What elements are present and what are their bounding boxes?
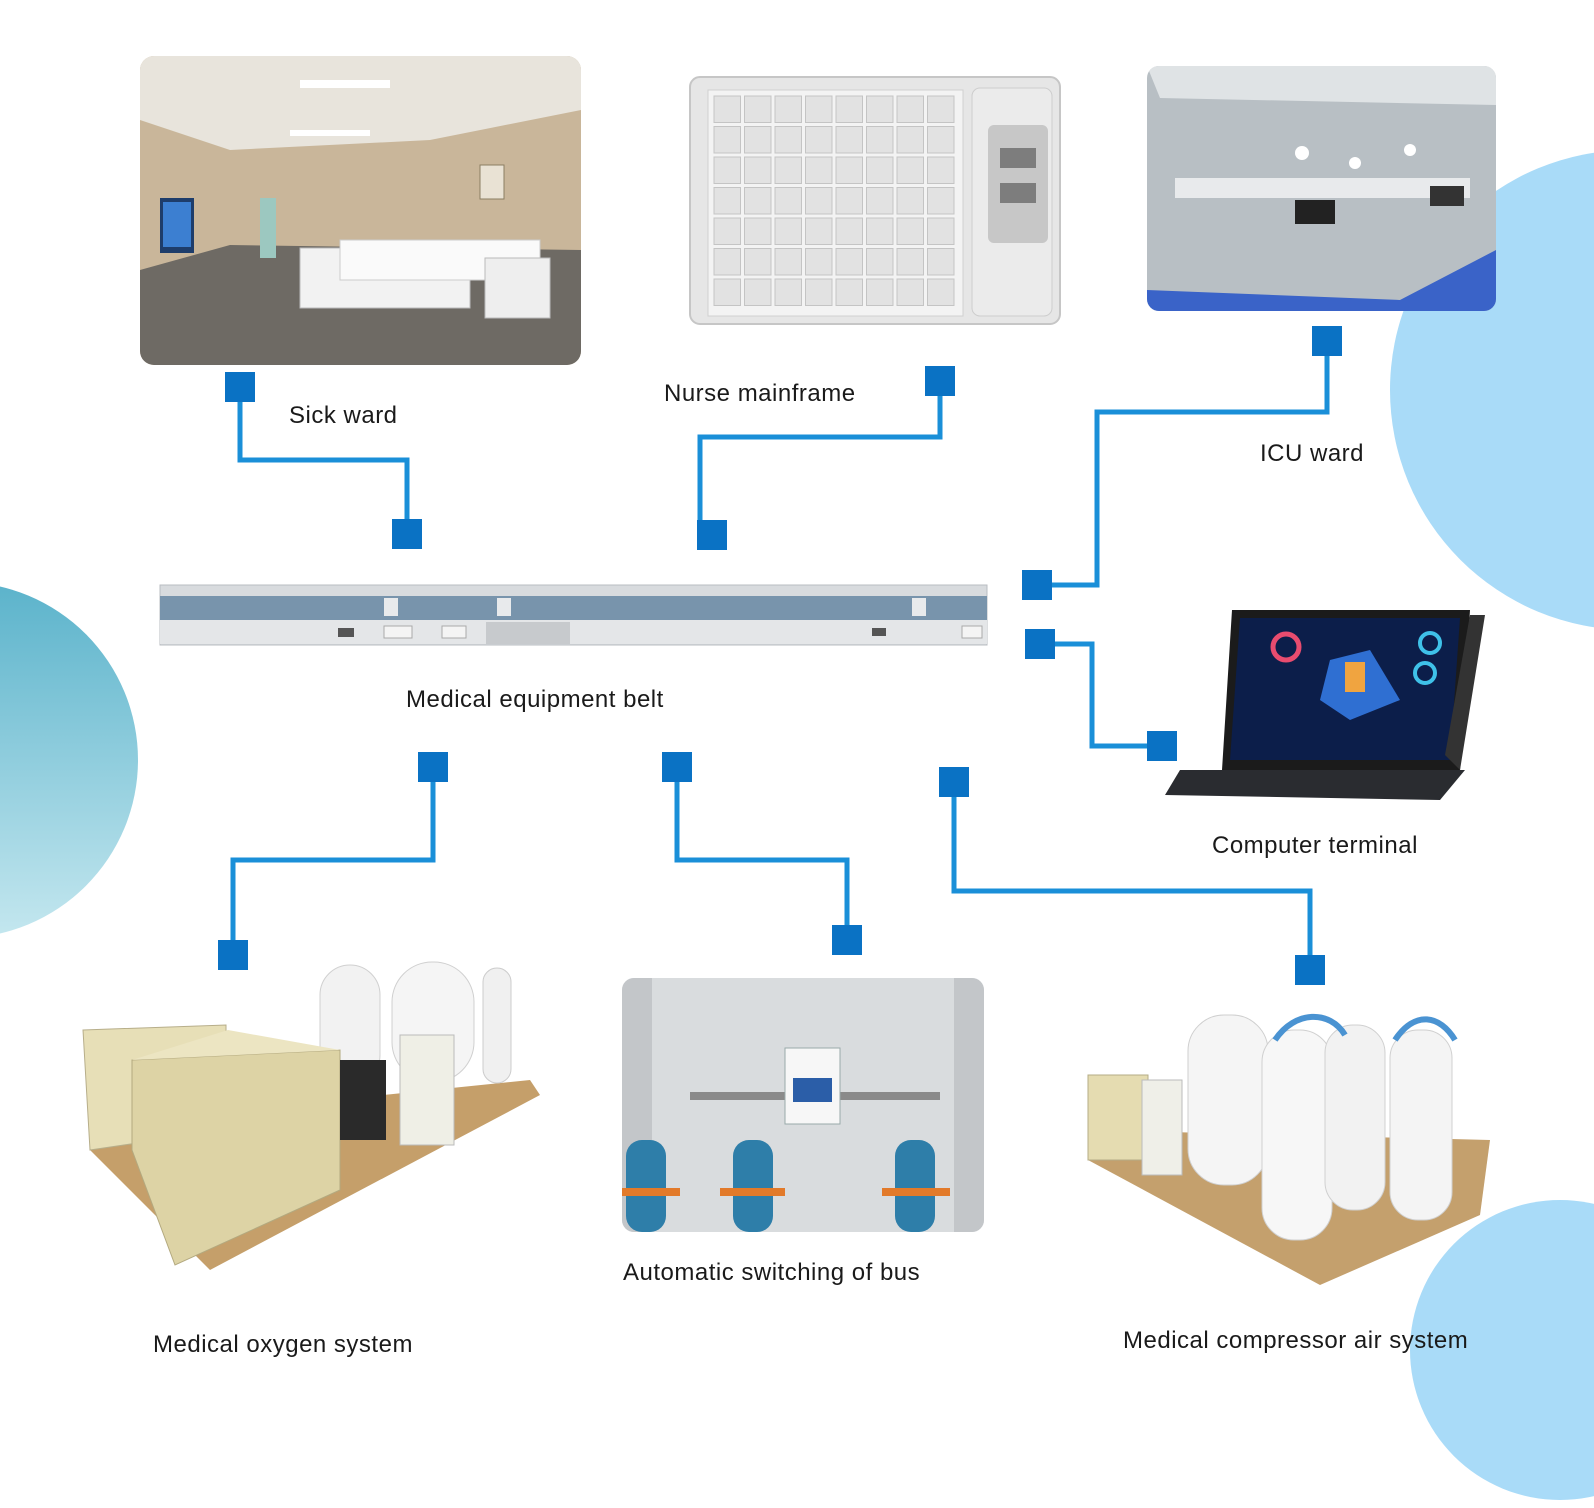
panel-cell: [744, 278, 772, 306]
panel-cell: [774, 95, 802, 123]
panel-cell: [805, 156, 833, 184]
panel-cell: [835, 95, 863, 123]
connector-oxygen-system: [230, 767, 436, 955]
panel-cell: [774, 217, 802, 245]
node-switching-top: [662, 752, 692, 782]
label-icu-ward: ICU ward: [1260, 440, 1365, 467]
connector-icu-ward: [1037, 341, 1330, 588]
computer-terminal-image: [1165, 610, 1485, 800]
panel-cell: [866, 126, 894, 154]
panel-cell: [713, 126, 741, 154]
panel-cell: [866, 248, 894, 276]
panel-cell: [896, 156, 924, 184]
panel-cell: [896, 126, 924, 154]
panel-cell: [713, 187, 741, 215]
panel-cell: [774, 278, 802, 306]
node-nurse-bottom: [697, 520, 727, 550]
panel-cell: [927, 278, 955, 306]
panel-cell: [744, 156, 772, 184]
node-compressor-top: [939, 767, 969, 797]
panel-cell: [866, 156, 894, 184]
connector-nurse-mainframe: [697, 382, 943, 536]
panel-cell: [927, 248, 955, 276]
label-medical-compressor-air-system: Medical compressor air system: [1123, 1327, 1469, 1354]
panel-cell: [835, 126, 863, 154]
automatic-switching-image: [622, 978, 984, 1232]
panel-cell: [744, 248, 772, 276]
node-oxygen-top: [418, 752, 448, 782]
panel-cell: [805, 248, 833, 276]
panel-cell: [927, 126, 955, 154]
panel-cell: [744, 95, 772, 123]
connector-automatic-switching: [674, 767, 850, 940]
connectors: [230, 341, 1330, 970]
decor-circle-left: [0, 586, 138, 934]
connector-compressor-air: [951, 782, 1313, 970]
panel-cell: [896, 187, 924, 215]
panel-cell: [896, 95, 924, 123]
label-sick-ward: Sick ward: [289, 402, 398, 429]
panel-cell: [744, 217, 772, 245]
nurse-mainframe-image: [689, 76, 1061, 325]
panel-cell: [805, 187, 833, 215]
medical-compressor-air-image: [1087, 1013, 1490, 1285]
panel-cell: [866, 278, 894, 306]
node-nurse-top: [925, 366, 955, 396]
panel-cell: [774, 126, 802, 154]
panel-cell: [713, 217, 741, 245]
node-switching-bottom: [832, 925, 862, 955]
node-oxygen-bottom: [218, 940, 248, 970]
node-compressor-bottom: [1295, 955, 1325, 985]
label-nurse-mainframe: Nurse mainframe: [664, 380, 856, 407]
panel-cell: [866, 95, 894, 123]
panel-cell: [713, 156, 741, 184]
panel-cell: [805, 95, 833, 123]
panel-cell: [927, 187, 955, 215]
node-sick-ward-top: [225, 372, 255, 402]
panel-cell: [866, 217, 894, 245]
node-terminal-right: [1147, 731, 1177, 761]
node-sick-ward-bottom: [392, 519, 422, 549]
panel-cell: [927, 95, 955, 123]
nurse-mainframe-panel-grid: [713, 95, 955, 306]
panel-cell: [835, 217, 863, 245]
panel-cell: [896, 278, 924, 306]
panel-cell: [805, 126, 833, 154]
node-icu-top: [1312, 326, 1342, 356]
icu-ward-image: [1147, 66, 1496, 311]
panel-cell: [774, 248, 802, 276]
label-computer-terminal: Computer terminal: [1212, 832, 1418, 859]
panel-cell: [927, 156, 955, 184]
sick-ward-image: [140, 56, 581, 365]
panel-cell: [835, 248, 863, 276]
panel-cell: [774, 156, 802, 184]
panel-cell: [744, 126, 772, 154]
medical-oxygen-system-image: [82, 961, 540, 1270]
connector-computer-terminal: [1040, 641, 1162, 749]
node-terminal-left: [1025, 629, 1055, 659]
panel-cell: [835, 187, 863, 215]
nodes: [218, 326, 1342, 985]
label-automatic-switching-of-bus: Automatic switching of bus: [623, 1259, 921, 1286]
panel-cell: [805, 217, 833, 245]
panel-cell: [835, 156, 863, 184]
panel-cell: [896, 217, 924, 245]
panel-cell: [805, 278, 833, 306]
panel-cell: [713, 95, 741, 123]
panel-cell: [866, 187, 894, 215]
panel-cell: [896, 248, 924, 276]
label-medical-equipment-belt: Medical equipment belt: [406, 686, 664, 713]
medical-equipment-belt-image: [159, 584, 988, 646]
panel-cell: [927, 217, 955, 245]
panel-cell: [713, 248, 741, 276]
node-icu-bottom: [1022, 570, 1052, 600]
panel-cell: [713, 278, 741, 306]
panel-cell: [774, 187, 802, 215]
panel-cell: [835, 278, 863, 306]
decor-circle-bottom-right: [1410, 1200, 1594, 1500]
connector-sick-ward: [237, 388, 410, 535]
panel-cell: [744, 187, 772, 215]
label-medical-oxygen-system: Medical oxygen system: [153, 1331, 413, 1358]
